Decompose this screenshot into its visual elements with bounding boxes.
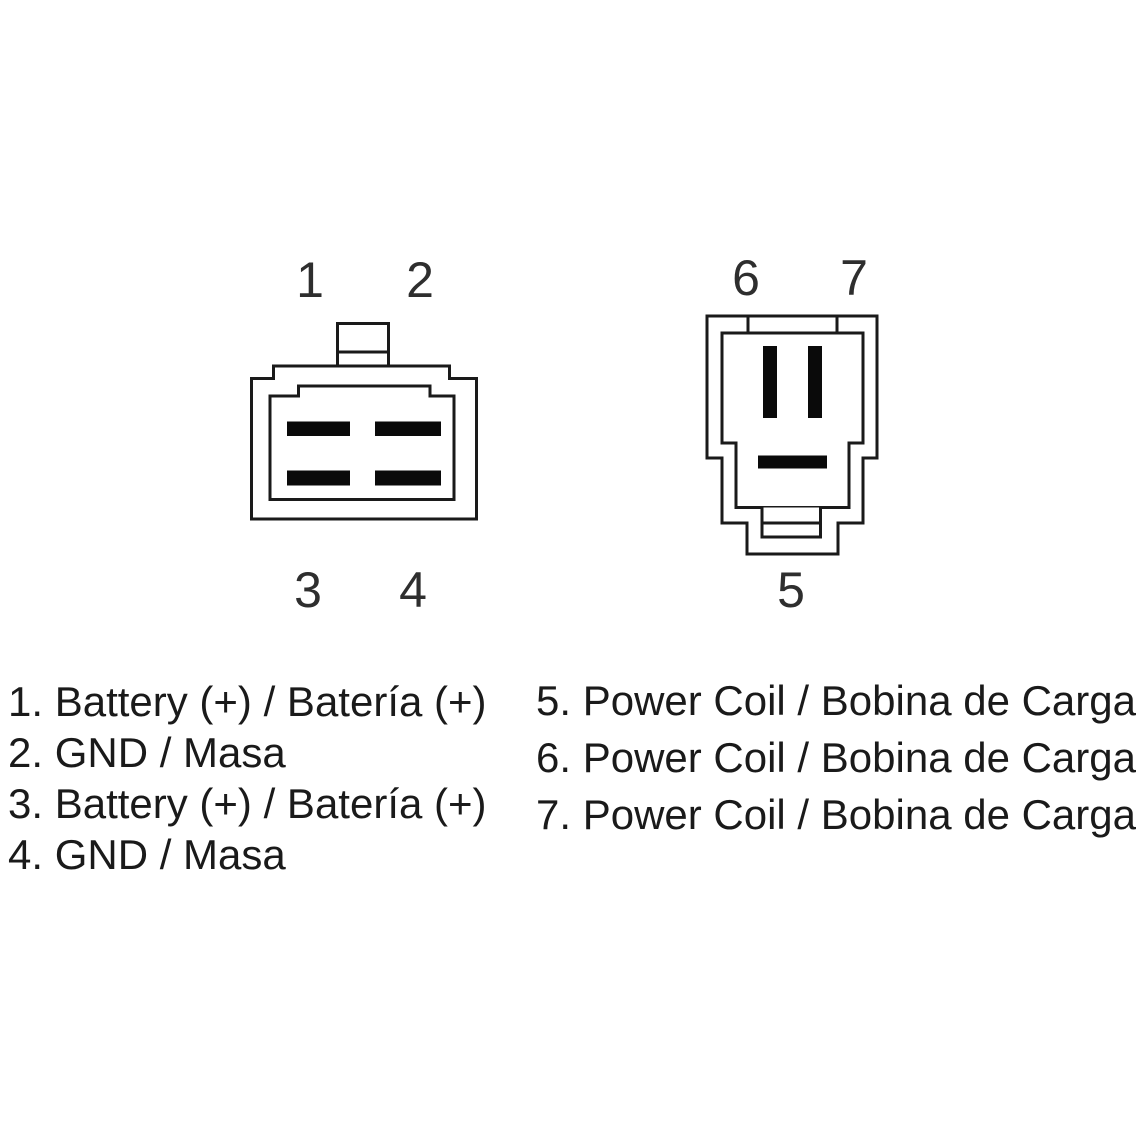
pin-7-blade <box>808 346 822 418</box>
pin-2-blade <box>375 421 441 436</box>
connector-a-top-tab <box>336 322 390 368</box>
legend-line-pin2: 2. GND / Masa <box>8 729 286 776</box>
pin-4-blade <box>375 470 441 486</box>
legend-line-pin7: 7. Power Coil / Bobina de Carga <box>536 791 1136 838</box>
pin-number-6: 6 <box>732 250 760 306</box>
pin-6-blade <box>763 346 777 418</box>
pin-number-1: 1 <box>296 252 324 308</box>
legend-right-column: 5. Power Coil / Bobina de Carga 6. Power… <box>536 672 1136 843</box>
legend-line-pin4: 4. GND / Masa <box>8 831 286 878</box>
legend-line-pin1: 1. Battery (+) / Batería (+) <box>8 678 487 725</box>
connector-diagram: 1 2 3 4 6 7 5 <box>250 250 879 618</box>
pin-number-7: 7 <box>840 250 868 306</box>
pin-number-2: 2 <box>406 252 434 308</box>
pin-number-5: 5 <box>777 562 805 618</box>
pin-number-4: 4 <box>399 562 427 618</box>
legend-line-pin5: 5. Power Coil / Bobina de Carga <box>536 677 1136 724</box>
connector-a: 1 2 3 4 <box>250 252 478 618</box>
legend-line-pin6: 6. Power Coil / Bobina de Carga <box>536 734 1136 781</box>
pin-5-blade <box>758 455 827 469</box>
legend-line-pin3: 3. Battery (+) / Batería (+) <box>8 780 487 827</box>
pin-3-blade <box>287 470 350 486</box>
legend-left-column: 1. Battery (+) / Batería (+) 2. GND / Ma… <box>8 676 487 880</box>
connector-b: 6 7 5 <box>705 250 879 618</box>
pin-number-3: 3 <box>294 562 322 618</box>
connector-b-inner-cavity <box>720 331 865 509</box>
pin-1-blade <box>287 421 350 436</box>
